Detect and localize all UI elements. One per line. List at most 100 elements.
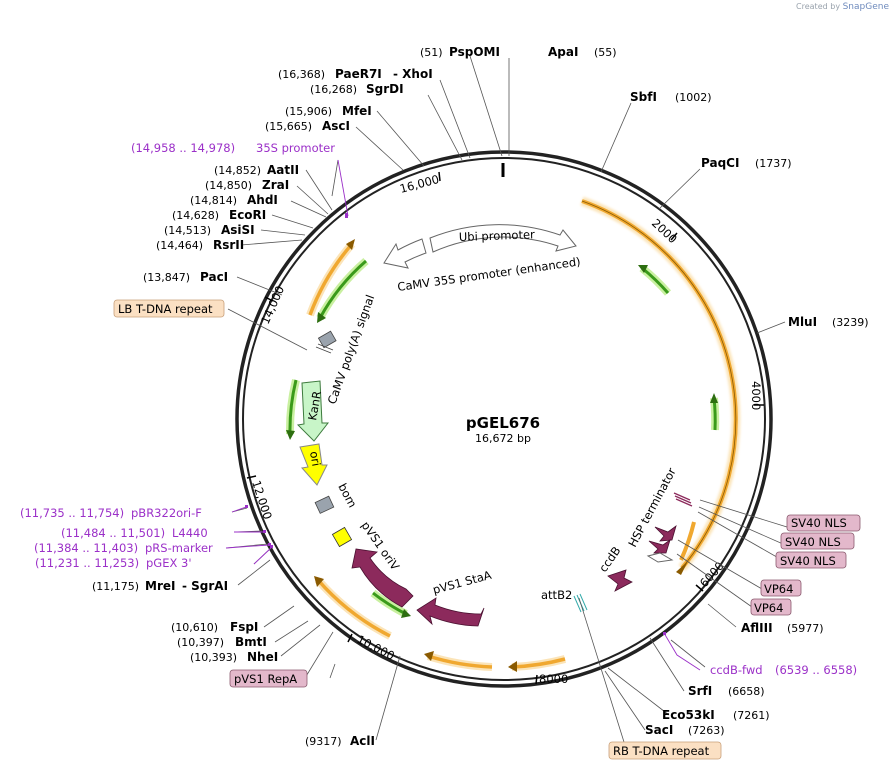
site-name-bmti: BmtI (235, 635, 267, 649)
feature-label-bom: bom (335, 481, 359, 510)
site-pos-mlui: (3239) (832, 316, 869, 329)
site-name-asci: AscI (322, 119, 350, 133)
primer-name-prs: pRS-marker (145, 541, 213, 555)
backbone (235, 150, 773, 688)
primer-name-l4440: L4440 (172, 526, 208, 540)
site-pos-ecori: (14,628) (172, 209, 219, 222)
site-pos-aatii: (14,852) (214, 164, 261, 177)
site-name-apai: ApaI (548, 45, 578, 59)
nls-marks (673, 492, 693, 507)
site-name-paer7i: PaeR7I (335, 67, 382, 81)
site-name-paci: PacI (200, 270, 228, 284)
site-pos-mrei: (11,175) (92, 580, 139, 593)
box-vp64-2: VP64 (754, 601, 783, 615)
primer-name-ccdb: ccdB-fwd (710, 663, 763, 677)
primer-range-ccdb: (6539 .. 6558) (775, 663, 857, 677)
protein-features: pVS1 StaA ccdB HSP terminator (351, 465, 679, 627)
tick-label-10000: 10,000 (355, 632, 397, 663)
restriction-sites: (51) PspOMI ApaI (55) (16,368) PaeR7I - … (92, 45, 869, 748)
tick-label-16000: 16,000 (398, 172, 441, 196)
site-name-mlui: MluI (788, 315, 817, 329)
snapgene-credit: Created by SnapGene (796, 2, 889, 12)
feature-label-ori: ori (307, 450, 323, 467)
site-name-afliii: AflIII (741, 621, 773, 635)
site-pos-sgrdi: (16,268) (310, 83, 357, 96)
site-name-ecori: EcoRI (229, 208, 266, 222)
site-name-sbfi: SbfI (630, 90, 657, 104)
site-pos-mfei: (15,906) (285, 105, 332, 118)
primer-range-pbr322: (11,735 .. 11,754) (20, 506, 124, 520)
site-pos-pspomi: (51) (420, 46, 443, 59)
site-name-mfei: MfeI (342, 104, 372, 118)
site-name-paqci: PaqCI (701, 156, 739, 170)
feature-label-camv35s: CaMV 35S promoter (enhanced) (396, 254, 581, 294)
site-name-fspi: FspI (230, 620, 258, 634)
primer-range-35s: (14,958 .. 14,978) (131, 141, 235, 155)
site-pos-paer7i: (16,368) (278, 68, 325, 81)
site-name-eco53ki: Eco53kI (662, 708, 715, 722)
site-name-srfi: SrfI (688, 684, 712, 698)
site-name-zrai: ZraI (262, 178, 289, 192)
site-pos-srfi: (6658) (728, 685, 765, 698)
feature-label-ubi-promoter: Ubi promoter (459, 227, 536, 244)
site-pos-eco53ki: (7261) (733, 709, 770, 722)
bom-feature: bom (314, 481, 360, 514)
site-name-ahdi: AhdI (247, 193, 278, 207)
site-pos-paci: (13,847) (143, 271, 190, 284)
green-features (285, 257, 720, 618)
attb2-feature: attB2 (541, 588, 588, 613)
site-name-saci: SacI (645, 723, 673, 737)
site-pos-sbfi: (1002) (675, 91, 712, 104)
site-name-acli: AclI (350, 734, 375, 748)
box-sv40-3: SV40 NLS (780, 554, 836, 568)
feature-label-attb2: attB2 (541, 588, 572, 602)
boxed-labels: LB T-DNA repeat SV40 NLS SV40 NLS SV40 N… (113, 299, 861, 760)
plasmid-size: 16,672 bp (475, 432, 531, 445)
site-name-sgrdi: SgrDI (366, 82, 404, 96)
primer-labels: (14,958 .. 14,978) 35S promoter (11,735 … (20, 141, 857, 677)
site-pos-asisi: (14,513) (164, 224, 211, 237)
site-pos-rsrii: (14,464) (156, 239, 203, 252)
box-lb-tdna: LB T-DNA repeat (118, 302, 213, 316)
site-pos-afliii: (5977) (787, 622, 824, 635)
site-pos-fspi: (10,610) (171, 621, 218, 634)
outer-orange-feature (580, 196, 741, 575)
site-name-pspomi: PspOMI (449, 45, 500, 59)
site-name-asisi: AsiSI (221, 223, 255, 237)
box-sv40-2: SV40 NLS (785, 535, 841, 549)
site-pos-asci: (15,665) (265, 120, 312, 133)
primer-leader-lines (225, 159, 701, 671)
upper-left-orange-feature (306, 239, 356, 317)
site-pos-apai: (55) (594, 46, 617, 59)
box-sv40-1: SV40 NLS (791, 516, 847, 530)
primer-name-35s: 35S promoter (256, 141, 335, 155)
site-name-aatii: AatII (267, 163, 299, 177)
primer-name-pgex: pGEX 3' (146, 556, 192, 570)
site-pos-nhei: (10,393) (190, 651, 237, 664)
site-name-xhoi: - XhoI (393, 67, 433, 81)
feature-label-kanr: KanR (305, 390, 324, 422)
primer-marks (245, 213, 666, 635)
primer-range-l4440: (11,484 .. 11,501) (61, 526, 165, 540)
feature-label-ccdb: ccdB (596, 544, 623, 575)
box-rb-tdna: RB T-DNA repeat (613, 744, 710, 758)
site-pos-bmti: (10,397) (177, 636, 224, 649)
primer-range-prs: (11,384 .. 11,403) (34, 541, 138, 555)
primer-name-pbr322: pBR322ori-F (131, 506, 202, 520)
site-pos-zrai: (14,850) (205, 179, 252, 192)
site-name-rsrii: RsrII (213, 238, 244, 252)
box-pvs1-repa: pVS1 RepA (234, 672, 297, 686)
kanr-feature: KanR (296, 380, 330, 442)
tick-label-4000: 4000 (749, 381, 763, 410)
leader-lines (225, 55, 788, 743)
site-name-mrei: MreI (145, 579, 175, 593)
promoter-arrows: Ubi promoter CaMV 35S promoter (enhanced… (383, 224, 581, 294)
site-pos-paqci: (1737) (755, 157, 792, 170)
site-pos-ahdi: (14,814) (190, 194, 237, 207)
site-name-nhei: NheI (247, 650, 278, 664)
tick-marks: 2000 4000 6000 8000 10,000 12,000 14,000… (246, 171, 764, 686)
tick-label-8000: 8000 (539, 672, 568, 686)
box-vp64-1: VP64 (764, 582, 793, 596)
site-pos-saci: (7263) (688, 724, 725, 737)
